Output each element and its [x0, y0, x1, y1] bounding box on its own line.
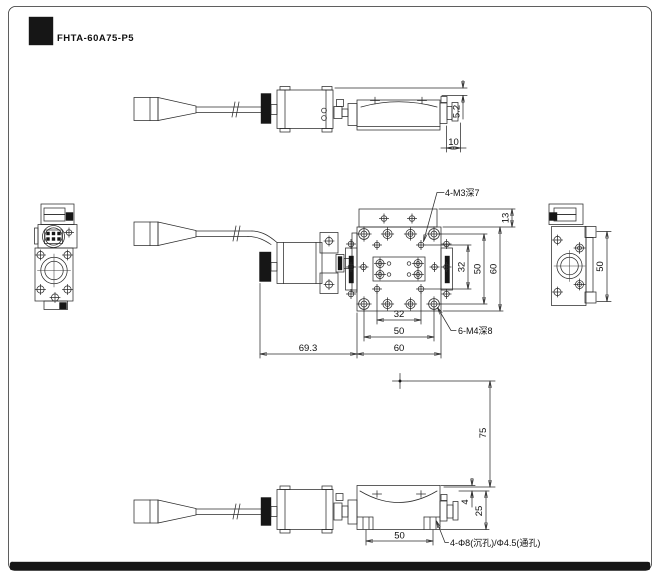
dim-50-vertical: 50: [473, 264, 484, 275]
front-dim-50-lines: [365, 529, 434, 546]
left-side-view: [34, 203, 78, 310]
callout-m3-holes: 4-M3深7: [445, 188, 480, 198]
dim-50-side-view: 50: [595, 261, 606, 272]
top-view: 5.2 10: [133, 80, 468, 153]
dim-75-radius: 75: [478, 428, 489, 439]
callout-m3-leader: [423, 192, 445, 242]
callout-m4-holes: 6-M4深8: [458, 326, 493, 336]
dim-60-vertical: 60: [489, 264, 500, 275]
page-title: FHTA-60A75-P5: [57, 33, 134, 44]
knob-front-view: [260, 497, 272, 526]
right-side-view: 50: [548, 203, 612, 306]
dim-60-horizontal: 60: [394, 343, 405, 354]
dim-25-height: 25: [474, 506, 485, 517]
counterbore-hole: [356, 226, 372, 242]
dim-32-horizontal: 32: [394, 309, 405, 320]
dim-32-vertical: 32: [457, 262, 468, 273]
title-square-icon: [28, 16, 54, 46]
dim-69-3: 69.3: [299, 343, 318, 354]
knob-top-view: [260, 93, 272, 124]
side-view-dim-lines: [596, 231, 612, 302]
title-block: FHTA-60A75-P5: [28, 16, 134, 46]
plan-bottom-dim-lines: [259, 283, 442, 359]
front-dim-4-25-lines: [440, 478, 490, 530]
dim-5-2-lines: [334, 80, 468, 120]
dim-top-gap: 5.2: [452, 105, 463, 118]
page-border: [8, 6, 652, 571]
dim-10-lines: [440, 122, 467, 153]
dim-top-offset: 10: [448, 137, 459, 148]
plan-view: 4-M3深7 6-M4深8 32 50 60 69.3: [133, 188, 516, 359]
dim-50-horizontal: 50: [394, 326, 405, 337]
callout-counterbore-holes: 4-Φ8(沉孔)/Φ4.5(通孔): [450, 538, 540, 548]
knob-plan-view: [259, 251, 272, 282]
callout-counterbore-leader: [436, 520, 449, 543]
rotation-center-marker: 75: [392, 373, 496, 488]
counterbore-hole: [426, 226, 442, 242]
round-connector-icon: [42, 225, 65, 248]
table-top: [356, 226, 442, 312]
dim-75-lines: [407, 380, 496, 488]
dim-50-foot-span: 50: [394, 531, 405, 542]
front-view: 50 4-Φ8(沉孔)/Φ4.5(通孔) 4 25: [133, 478, 540, 548]
dim-13-base-lip: 13: [501, 213, 512, 224]
plan-right-dim-lines: [425, 208, 516, 312]
bottom-bar: [9, 561, 651, 571]
callout-m4-leader: [436, 306, 457, 331]
dim-4-lip: 4: [460, 499, 471, 504]
